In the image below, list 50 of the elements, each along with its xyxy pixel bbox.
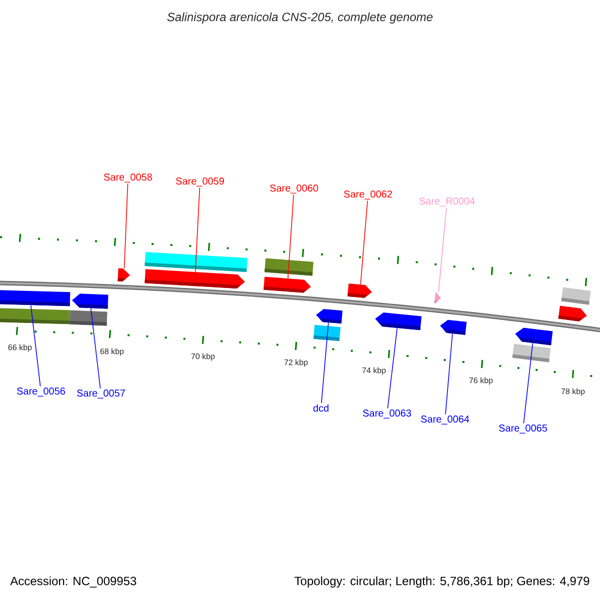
leader-line [445, 333, 453, 415]
gene-block [375, 312, 422, 330]
gene-block [144, 269, 245, 288]
leader-line [321, 322, 329, 404]
gene-block [347, 283, 372, 298]
diagram-title: Salinispora arenicola CNS-205, complete genome [167, 12, 433, 24]
gene-block [316, 309, 342, 324]
tick-label: 66 kbp [8, 344, 32, 352]
gene-label: Sare_0058 [104, 174, 152, 182]
gene-block [434, 292, 441, 304]
gene-block [313, 324, 341, 342]
leader-line [194, 187, 200, 272]
leader-line [438, 207, 447, 292]
gene-block [264, 276, 311, 293]
gene-block [0, 308, 70, 324]
gene-block [561, 287, 591, 305]
leader-line [360, 200, 368, 285]
gene-block [70, 310, 108, 326]
gene-label: Sare_0060 [270, 184, 318, 194]
tick-label: 68 kbp [100, 348, 124, 356]
gene-block [558, 306, 587, 322]
leader-line [30, 304, 41, 387]
leader-line [124, 183, 128, 269]
gene-label: Sare_0062 [344, 190, 392, 200]
genome-summary: Topology: circular; Length: 5,786,361 bp; Genes: 4,979 [294, 576, 590, 588]
tick-label: 72 kbp [284, 359, 308, 367]
leader-line [523, 342, 534, 424]
gene-block [144, 252, 248, 272]
gene-label: Sare_0063 [363, 410, 412, 418]
gene-label: Sare_0057 [77, 390, 125, 398]
gene-label: Sare_0056 [17, 388, 66, 396]
gene-block [118, 268, 130, 282]
leader-line [288, 194, 294, 279]
tick-label: 74 kbp [362, 367, 386, 375]
gene-label: dcd [313, 404, 328, 412]
tick-label: 70 kbp [191, 353, 215, 361]
gene-block [512, 344, 551, 362]
gene-block [264, 258, 314, 276]
leader-line [90, 308, 101, 389]
gene-block [515, 328, 553, 346]
gene-label: Sare_0064 [421, 416, 470, 424]
gene-block [72, 294, 108, 309]
leader-line [387, 328, 398, 409]
gene-label: Sare_0059 [176, 178, 224, 186]
gene-block [440, 320, 467, 335]
tick-label: 78 kbp [561, 388, 585, 396]
gene-label: Sare_0065 [499, 424, 548, 434]
gene-label: Sare_R0004 [419, 198, 475, 206]
accession-note: Accession: NC_009953 [10, 576, 136, 588]
tick-label: 76 kbp [469, 377, 493, 385]
